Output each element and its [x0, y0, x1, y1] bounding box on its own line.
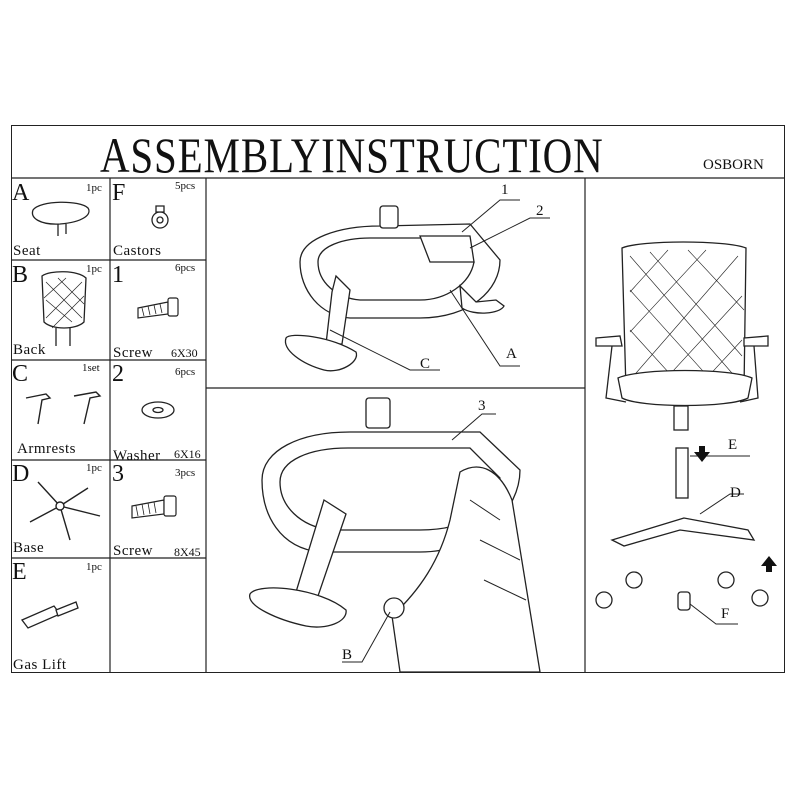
- part-name: Screw: [113, 543, 153, 559]
- part-name: Back: [13, 342, 46, 358]
- part-size: 6X16: [174, 447, 201, 461]
- callout-b: B: [342, 647, 353, 663]
- part-name: Screw: [113, 345, 153, 361]
- part-letter: E: [12, 559, 27, 585]
- part-name: Seat: [13, 243, 41, 259]
- callout-d: D: [730, 485, 741, 501]
- part-size: 8X45: [174, 545, 201, 559]
- page-title: ASSEMBLYINSTRUCTION: [100, 127, 604, 183]
- arrow-down-icon: [694, 446, 710, 462]
- callout-f: F: [721, 606, 730, 622]
- part-letter: 3: [112, 461, 124, 487]
- part-qty: 6pcs: [175, 262, 196, 274]
- callout-a: A: [506, 346, 517, 362]
- part-letter: B: [12, 262, 29, 288]
- part-letter: A: [12, 180, 30, 206]
- arrow-up-icon: [761, 556, 777, 572]
- part-name: Castors: [113, 243, 162, 259]
- step2-seat-back-illustration: [249, 397, 541, 673]
- part-letter: 2: [112, 361, 124, 387]
- part-name: Armrests: [17, 441, 76, 457]
- part-qty: 1pc: [86, 263, 102, 275]
- part-qty: 1pc: [86, 561, 102, 573]
- callout-2: 2: [536, 203, 544, 219]
- base-icon: [29, 481, 101, 541]
- step1-seat-armrest-illustration: [284, 205, 505, 372]
- part-qty: 1set: [82, 362, 100, 374]
- part-size: 6X30: [171, 346, 198, 360]
- brand-name: OSBORN: [703, 157, 764, 173]
- instruction-sheet: [11, 125, 785, 673]
- part-qty: 1pc: [86, 182, 102, 194]
- step3-chair-illustration: [595, 241, 769, 611]
- part-qty: 3pcs: [175, 467, 196, 479]
- back-icon: [41, 271, 87, 346]
- part-qty: 6pcs: [175, 366, 196, 378]
- seat-icon: [31, 201, 90, 236]
- washer-icon: [141, 401, 175, 419]
- part-letter: C: [12, 361, 29, 387]
- callout-3: 3: [478, 398, 486, 414]
- screw-6x30-icon: [137, 297, 179, 319]
- part-name: Washer: [113, 448, 161, 464]
- callout-c: C: [420, 356, 431, 372]
- gas-lift-icon: [20, 601, 79, 629]
- castor-icon: [151, 205, 169, 229]
- part-letter: 1: [112, 262, 124, 288]
- part-qty: 5pcs: [175, 180, 196, 192]
- part-name: Gas Lift: [13, 657, 67, 673]
- part-letter: D: [12, 461, 30, 487]
- part-letter: F: [112, 180, 126, 206]
- callout-1: 1: [501, 182, 509, 198]
- part-name: Base: [13, 540, 45, 556]
- callout-e: E: [728, 437, 738, 453]
- screw-8x45-icon: [131, 495, 177, 519]
- part-qty: 1pc: [86, 462, 102, 474]
- armrests-icon: [25, 391, 102, 425]
